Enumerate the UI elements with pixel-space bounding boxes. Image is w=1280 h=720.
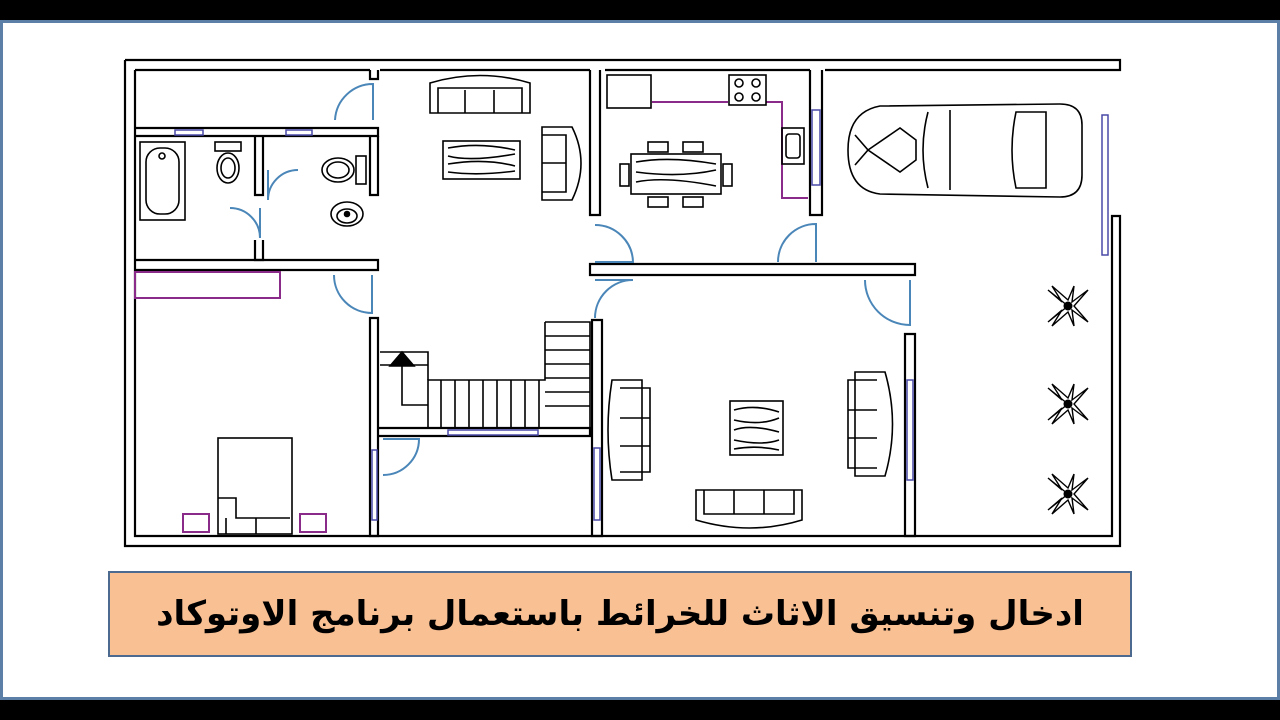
door-arc xyxy=(333,274,373,315)
sofa-icon xyxy=(429,74,531,114)
walls xyxy=(123,58,1122,548)
car-icon xyxy=(847,103,1083,198)
sofa-icon xyxy=(607,379,651,481)
door-arc xyxy=(229,207,261,239)
door-arc xyxy=(334,82,374,121)
sofa-icon xyxy=(847,371,894,477)
plant-icon xyxy=(1047,285,1089,515)
caption-text: ادخال وتنسيق الاثاث للخرائط باستعمال برن… xyxy=(156,594,1084,634)
sofa-icon xyxy=(541,126,582,201)
toilet-icon xyxy=(321,155,367,185)
door-arc xyxy=(594,279,634,319)
dining-table-icon xyxy=(619,141,733,208)
kitchen-counter xyxy=(134,101,808,533)
table-icon xyxy=(729,400,784,456)
fridge-icon xyxy=(606,74,652,109)
caption-banner: ادخال وتنسيق الاثاث للخرائط باستعمال برن… xyxy=(108,571,1132,657)
toilet-icon xyxy=(214,141,242,184)
door-arc xyxy=(777,222,817,263)
table-icon xyxy=(442,140,521,180)
bed-icon xyxy=(217,437,293,535)
windows xyxy=(174,109,1109,521)
doors xyxy=(229,82,911,476)
stairs-icon xyxy=(380,321,591,429)
bathtub-icon xyxy=(139,141,186,221)
sink-icon xyxy=(330,201,364,227)
door-arc xyxy=(382,438,421,476)
sink-icon xyxy=(781,127,805,165)
stove-icon xyxy=(728,74,767,106)
door-arc xyxy=(594,224,635,263)
sofa-icon xyxy=(695,489,803,529)
door-arc xyxy=(864,279,911,327)
door-arc xyxy=(267,169,299,201)
